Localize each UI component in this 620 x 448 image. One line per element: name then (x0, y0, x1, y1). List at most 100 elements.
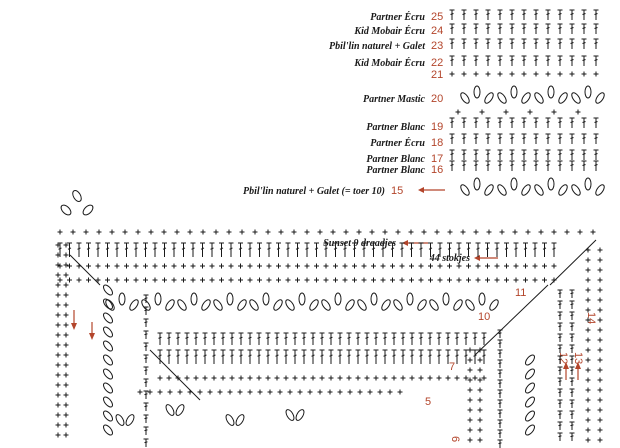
row-13-number: 13 (572, 352, 584, 364)
chain-loop (262, 292, 270, 306)
chain-loop (453, 299, 463, 311)
chain-loop (521, 92, 531, 104)
chain-loop (103, 396, 113, 408)
chain-loop (558, 92, 568, 104)
chain-loop (497, 92, 507, 104)
chain-loop (510, 85, 518, 99)
chain-loop (103, 382, 113, 394)
chain-loop (285, 409, 295, 421)
row-5-number: 5 (425, 396, 431, 408)
row-24-number: 24 (431, 25, 443, 37)
chain-loop (235, 414, 245, 426)
chain-loop (525, 354, 535, 366)
chain-loop (213, 299, 223, 311)
chain-loop (165, 404, 175, 416)
row-19-number: 19 (431, 121, 443, 133)
chain-loop (103, 312, 113, 324)
chain-loop (584, 177, 592, 191)
chain-loop (103, 326, 113, 338)
row-22-label: Kid Mobair Écru (353, 57, 425, 69)
corner-loop (60, 190, 94, 216)
row-22-number: 22 (431, 57, 443, 69)
chain-loop (510, 177, 518, 191)
row-11-number: 11 (515, 287, 526, 299)
chain-loop (534, 92, 544, 104)
stokjes-label: 44 stokjes (429, 253, 470, 264)
chain-loop (525, 382, 535, 394)
chain-loop (103, 368, 113, 380)
row-18-number: 18 (431, 137, 443, 149)
chain-loop (345, 299, 355, 311)
row-7-number: 7 (449, 361, 455, 373)
row-20-number: 20 (431, 93, 443, 105)
row-25-number: 25 (431, 11, 443, 23)
chain-loop (460, 184, 470, 196)
chain-loop (473, 85, 481, 99)
row-21-number: 21 (431, 69, 443, 81)
chain-loop (154, 292, 162, 306)
chain-loop (321, 299, 331, 311)
row-15-arrow (418, 187, 445, 193)
chain-loop (521, 184, 531, 196)
chain-loop (442, 292, 450, 306)
chain-loop (393, 299, 403, 311)
chain-loop (175, 404, 185, 416)
row-6-number: 6 (449, 436, 461, 442)
chain-loop (429, 299, 439, 311)
row-19-label: Partner Blanc (366, 122, 425, 133)
chain-loop (489, 299, 499, 311)
chain-loop (497, 184, 507, 196)
chain-loop (298, 292, 306, 306)
side-stitch-columns (55, 242, 603, 448)
chain-loop (125, 414, 135, 426)
chain-loop (118, 292, 126, 306)
chain-loop (103, 340, 113, 352)
chain-loop (525, 368, 535, 380)
chain-loop (484, 184, 494, 196)
sunset-label: Sunset 9 draadjes (323, 238, 396, 249)
chain-loop (460, 92, 470, 104)
chain-loop (103, 410, 113, 422)
chain-loop (595, 184, 605, 196)
chain-loop (201, 299, 211, 311)
row-16-label: Partner Blanc (366, 165, 425, 176)
chain-loop (285, 299, 295, 311)
row-12-number: 12 (557, 352, 569, 364)
chain-loop (547, 177, 555, 191)
chain-loop (595, 92, 605, 104)
row-17-number: 17 (431, 153, 443, 165)
chain-loop (547, 85, 555, 99)
chain-loop (103, 298, 113, 310)
chain-loop (249, 299, 259, 311)
main-stitch-rows (57, 229, 596, 395)
chain-loop (370, 292, 378, 306)
chain-loop (226, 292, 234, 306)
row-17-label: Partner Blanc (366, 154, 425, 165)
chain-loop (237, 299, 247, 311)
row-18-label: Partner Écru (370, 137, 425, 149)
chain-loop (571, 184, 581, 196)
chain-loop (558, 184, 568, 196)
chain-loop (165, 299, 175, 311)
chain-loop (103, 354, 113, 366)
chain-loop (525, 396, 535, 408)
sunset-arrow (402, 240, 428, 246)
chain-loop (105, 299, 115, 311)
row-24-label: Kid Mobair Écru (353, 25, 425, 37)
top-chain-loops (460, 85, 605, 196)
chain-loop (309, 299, 319, 311)
chain-loop (103, 284, 113, 296)
row-15-label: Pbil'lin naturel + Galet (= toer 10) (243, 186, 385, 197)
chain-loop (357, 299, 367, 311)
direction-arrows (71, 310, 581, 380)
chain-loop (478, 292, 486, 306)
chain-loop (417, 299, 427, 311)
row-16-number: 16 (431, 164, 443, 176)
chain-loop (571, 92, 581, 104)
chain-loop (584, 85, 592, 99)
chain-loop (484, 92, 494, 104)
top-stitch-rows (449, 9, 599, 171)
row-23-label: Pbil'lin naturel + Galet (329, 41, 426, 52)
row-14-number: 14 (585, 312, 597, 324)
